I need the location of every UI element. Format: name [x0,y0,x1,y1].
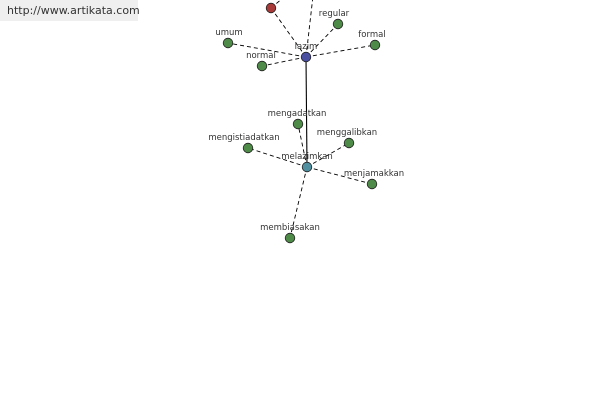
edge-lazim-formal [305,44,376,58]
graph-nodes [222,2,381,244]
edge-melazimkan-mengadatkan [297,123,308,168]
edge-melazimkan-menggalibkan [306,142,350,168]
edge-lazim-offscreen [305,0,313,58]
hub-node-lazim[interactable] [300,51,312,63]
label-mengistiadatkan: mengistiadatkan [208,133,279,143]
word-node-formal[interactable] [369,39,381,51]
graph-labels: regular umum formal normal mengadatkan mengis… [208,9,404,233]
word-node-mengadatkan[interactable] [292,118,304,130]
edge-lazim-melazimkan [305,56,308,168]
other-node-red-node[interactable] [265,2,277,14]
word-node-regular[interactable] [332,18,344,30]
hub-node-melazimkan[interactable] [301,161,313,173]
label-melazimkan: melazimkan [281,152,333,162]
label-normal: normal [246,51,276,61]
edge-lazim-red-node [270,7,307,58]
word-node-menjamakkan[interactable] [366,178,378,190]
label-membiasakan: membiasakan [260,223,320,233]
watermark-url[interactable]: http://www.artikata.com [0,0,140,21]
edge-lazim-umum [227,42,307,58]
label-umum: umum [215,28,242,38]
label-regular: regular [319,9,350,19]
label-formal: formal [358,30,385,40]
edge-melazimkan-membiasakan [289,166,308,239]
label-lazim: lazim [295,42,318,52]
graph-edges [227,0,376,239]
label-mengadatkan: mengadatkan [268,109,327,119]
word-node-menggalibkan[interactable] [343,137,355,149]
word-node-membiasakan[interactable] [284,232,296,244]
edge-melazimkan-mengistiadatkan [247,147,308,168]
word-node-normal[interactable] [256,60,268,72]
label-menggalibkan: menggalibkan [317,128,377,138]
edge-lazim-normal [261,56,307,67]
edge-lazim-regular [305,23,339,58]
word-node-umum[interactable] [222,37,234,49]
label-menjamakkan: menjamakkan [344,169,404,179]
word-node-mengistiadatkan[interactable] [242,142,254,154]
